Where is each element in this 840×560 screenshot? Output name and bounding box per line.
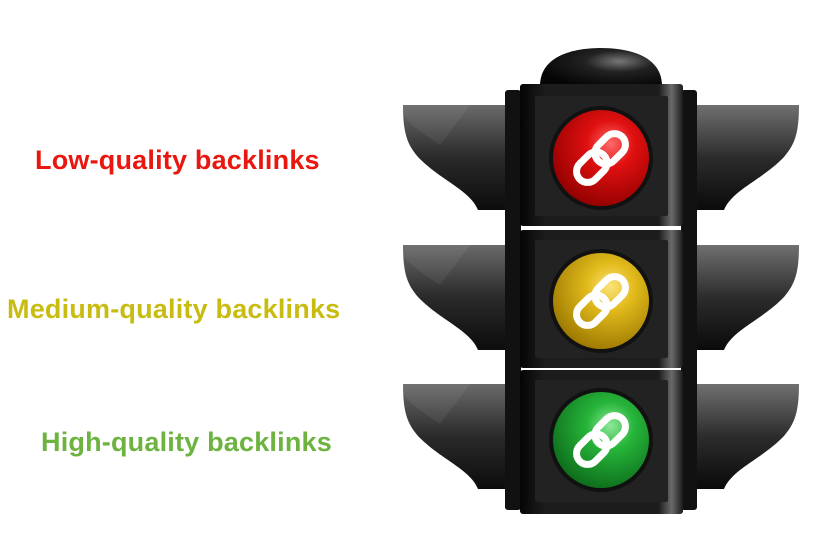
- top-dome: [540, 48, 662, 86]
- label-low-quality: Low-quality backlinks: [35, 145, 320, 175]
- lamp-red: [549, 106, 653, 210]
- lamp-green: [549, 388, 653, 492]
- lamp-yellow: [549, 249, 653, 353]
- label-medium-quality: Medium-quality backlinks: [7, 294, 341, 324]
- label-high-quality: High-quality backlinks: [41, 427, 332, 457]
